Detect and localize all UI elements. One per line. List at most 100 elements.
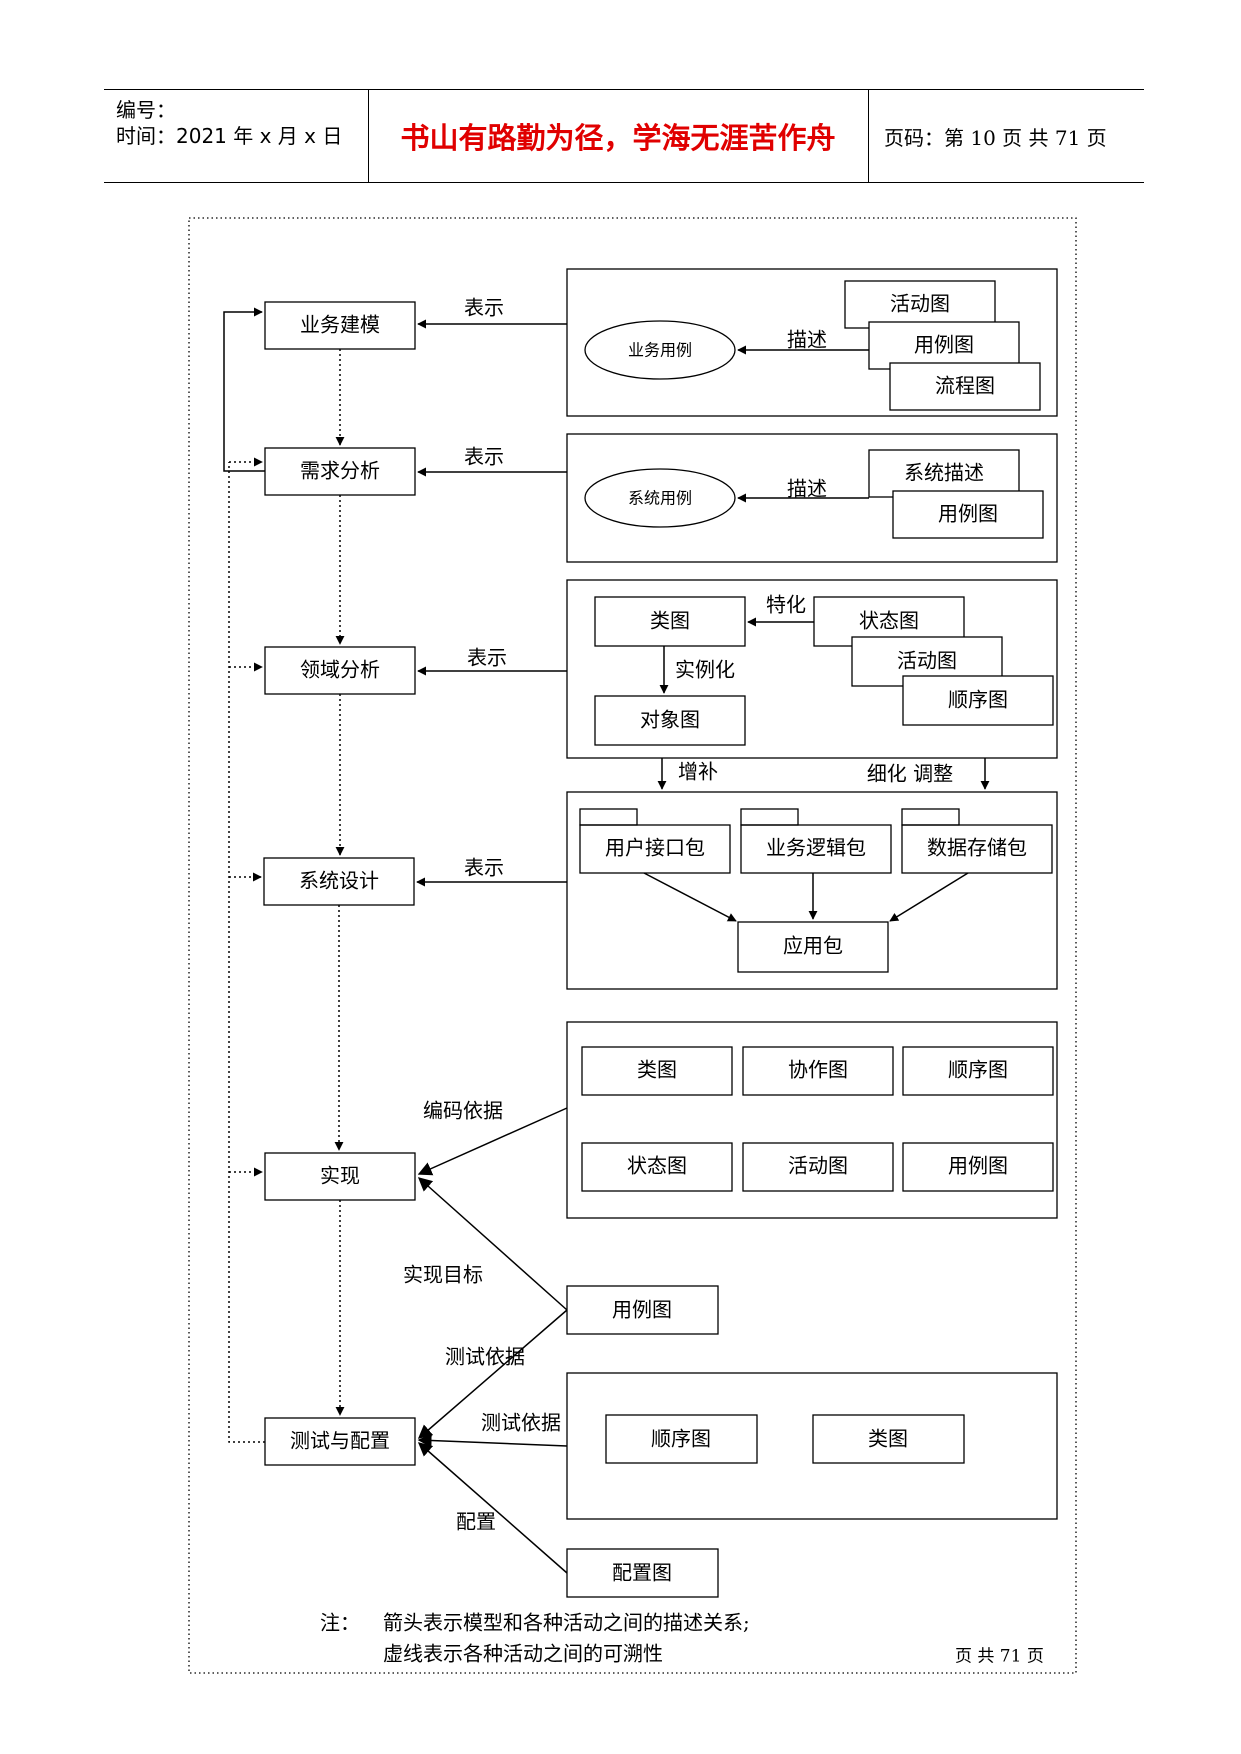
requirements-doc-label: 系统描述 — [904, 461, 984, 485]
impl-target-label: 实现目标 — [403, 1263, 483, 1287]
test-basis-label: 测试依据 — [481, 1411, 561, 1435]
usecase-diagram-label: 用例图 — [612, 1298, 672, 1322]
instantiate-label: 实例化 — [675, 658, 735, 682]
test-diagram-label: 顺序图 — [651, 1427, 711, 1451]
test-diagram-box — [812, 1414, 965, 1464]
requirements-doc-label: 用例图 — [938, 502, 998, 526]
time-label: 时间：2021 年 x 月 x 日 — [116, 124, 343, 148]
package-label: 业务逻辑包 — [766, 836, 866, 860]
feedback-arrow — [223, 307, 265, 472]
object-diagram-box — [594, 695, 746, 746]
represent-label: 表示 — [464, 856, 504, 880]
package-tab — [740, 808, 799, 826]
header-page-label: 页码：第 10 页 共 71 页 — [884, 125, 1107, 150]
impl-diagram-label: 状态图 — [627, 1154, 687, 1178]
test-diagram-box — [605, 1414, 758, 1464]
package-business-logic — [740, 824, 892, 874]
refine-adjust-label: 细化 调整 — [867, 762, 953, 786]
impl-diagram-box — [581, 1046, 733, 1096]
requirements-group-container — [566, 433, 1058, 563]
impl-diagram-label: 活动图 — [788, 1154, 848, 1178]
stage-domain-analysis: 领域分析 — [300, 658, 380, 682]
represent-label: 表示 — [467, 646, 507, 670]
package-arrow — [889, 872, 969, 922]
application-package-label: 应用包 — [783, 934, 843, 958]
impl-target-arrow — [417, 1177, 568, 1311]
represent-label: 表示 — [464, 445, 504, 469]
class-diagram-box — [594, 596, 746, 647]
header-divider — [368, 90, 369, 182]
header-motto: 书山有路勤为径，学海无涯苦作舟 — [400, 121, 836, 155]
test-group-container — [566, 1372, 1058, 1520]
note-label: 注： — [320, 1611, 360, 1635]
business-group-container — [566, 268, 1058, 417]
header-left: 编号： 时间：2021 年 x 月 x 日 — [116, 90, 366, 182]
impl-diagram-box — [902, 1142, 1054, 1192]
domain-doc-box — [902, 675, 1054, 726]
domain-group-container — [566, 579, 1058, 759]
system-usecase-ellipse — [584, 468, 736, 528]
package-label: 数据存储包 — [927, 836, 1027, 860]
business-usecase-label: 业务用例 — [628, 341, 692, 360]
stage-requirements-analysis: 需求分析 — [300, 459, 380, 483]
design-group-container — [566, 791, 1058, 990]
config-arrow — [417, 1442, 568, 1574]
represent-label: 表示 — [464, 296, 504, 320]
stage-business-modeling: 业务建模 — [300, 313, 380, 337]
business-doc-box — [889, 362, 1041, 411]
business-doc-label: 流程图 — [935, 374, 995, 398]
test-basis-arrow — [417, 1309, 568, 1439]
test-basis-arrow — [417, 1433, 568, 1448]
stage-system-design: 系统设计 — [299, 869, 379, 893]
traceability-line — [228, 462, 265, 1443]
class-diagram-label: 类图 — [650, 609, 690, 633]
domain-doc-label: 状态图 — [859, 609, 919, 633]
impl-diagram-label: 用例图 — [948, 1154, 1008, 1178]
implementation-group-container — [566, 1021, 1058, 1219]
coding-basis-arrow — [417, 1107, 568, 1176]
package-arrow — [643, 872, 737, 922]
test-diagram-label: 类图 — [868, 1427, 908, 1451]
package-data-storage — [901, 824, 1053, 874]
specialize-label: 特化 — [766, 593, 806, 617]
domain-doc-label: 活动图 — [897, 649, 957, 673]
note-line-1: 箭头表示模型和各种活动之间的描述关系; — [383, 1611, 750, 1635]
impl-diagram-label: 顺序图 — [948, 1058, 1008, 1082]
footer-page-label: 页 共 71 页 — [955, 1647, 1044, 1667]
supplement-label: 增补 — [678, 760, 718, 784]
impl-diagram-label: 协作图 — [788, 1058, 848, 1082]
page-header: 编号： 时间：2021 年 x 月 x 日 书山有路勤为径，学海无涯苦作舟 页码… — [104, 89, 1144, 183]
stage-testing-config: 测试与配置 — [290, 1429, 390, 1453]
coding-basis-label: 编码依据 — [423, 1099, 503, 1123]
business-doc-box — [844, 280, 996, 329]
business-doc-label: 用例图 — [914, 333, 974, 357]
note-line-2: 虚线表示各种活动之间的可溯性 — [383, 1642, 663, 1666]
config-diagram-label: 配置图 — [612, 1561, 672, 1585]
header-divider — [868, 90, 869, 182]
business-doc-box — [868, 321, 1020, 370]
impl-diagram-box — [902, 1046, 1054, 1096]
package-tab — [901, 808, 960, 826]
test-basis-label: 测试依据 — [445, 1345, 525, 1369]
requirements-doc-box — [892, 490, 1044, 539]
package-tab — [579, 808, 638, 826]
number-label: 编号： — [116, 98, 176, 122]
impl-diagram-label: 类图 — [637, 1058, 677, 1082]
business-doc-label: 活动图 — [890, 292, 950, 316]
domain-doc-label: 顺序图 — [948, 688, 1008, 712]
impl-diagram-box — [742, 1142, 894, 1192]
application-package-box — [737, 921, 889, 973]
describe-label: 描述 — [787, 328, 827, 352]
config-label: 配置 — [456, 1510, 496, 1534]
package-user-interface — [579, 824, 731, 874]
package-label: 用户接口包 — [605, 836, 705, 860]
impl-diagram-box — [581, 1142, 733, 1192]
describe-label: 描述 — [787, 477, 827, 501]
object-diagram-label: 对象图 — [640, 708, 700, 732]
system-usecase-label: 系统用例 — [628, 489, 692, 508]
stage-implementation: 实现 — [320, 1164, 360, 1188]
business-usecase-ellipse — [584, 320, 736, 380]
impl-diagram-box — [742, 1046, 894, 1096]
diagram-frame — [188, 217, 1077, 1674]
